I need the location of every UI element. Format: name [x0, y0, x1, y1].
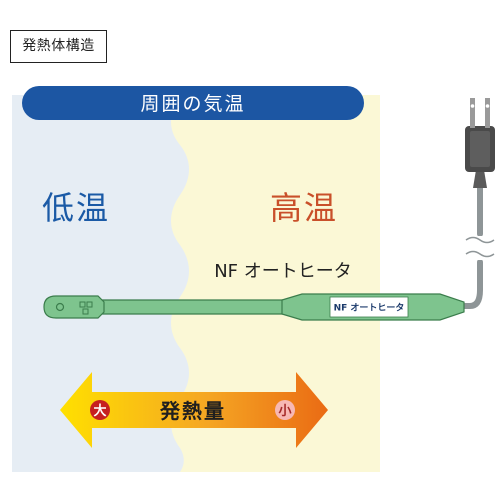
high-temp-label: 高温	[270, 189, 338, 227]
small-marker-label: 小	[278, 404, 291, 419]
ambient-temp-banner	[22, 86, 364, 120]
power-plug-icon	[465, 98, 495, 188]
banner-label: 周囲の気温	[140, 93, 245, 115]
cold-zone	[12, 95, 189, 472]
low-temp-label: 低温	[42, 189, 110, 227]
heat-output-label: 発熱量	[159, 399, 226, 423]
small-marker	[275, 400, 295, 420]
sensor-head	[43, 295, 105, 319]
power-cable-lower	[457, 259, 483, 309]
large-marker-label: 大	[93, 403, 106, 419]
break-mark-icon	[465, 236, 495, 260]
housing-label: NF オートヒータ	[334, 302, 405, 314]
heater-name: NF オートヒータ	[214, 261, 352, 282]
heat-output-arrow	[60, 372, 328, 448]
large-marker	[90, 400, 110, 420]
housing-label-plate	[329, 296, 409, 318]
page-title: 発熱体構造	[10, 30, 107, 63]
